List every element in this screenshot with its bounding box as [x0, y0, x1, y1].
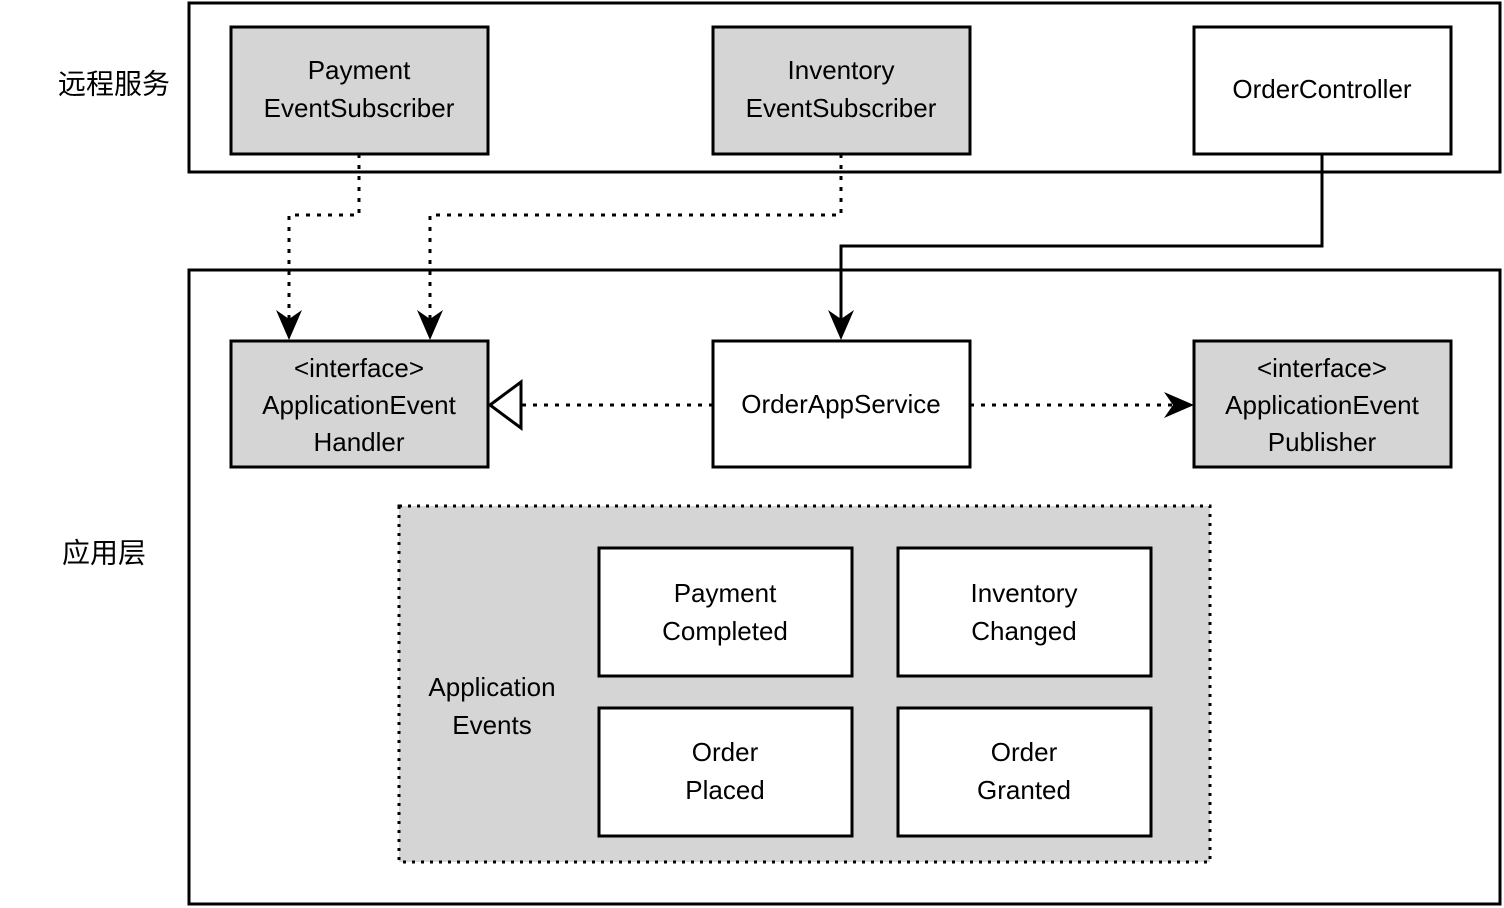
node-application-event-handler-line1: <interface>: [294, 353, 424, 383]
event-order-granted-line1: Order: [991, 737, 1058, 767]
arrowhead-app-service-realizes-handler: [487, 379, 523, 431]
event-order-granted[interactable]: [896, 706, 1153, 838]
node-application-event-publisher-line1: <interface>: [1257, 353, 1387, 383]
connector-order-controller-to-app-service: [839, 154, 1324, 325]
event-payment-completed-line1: Payment: [674, 578, 777, 608]
node-inventory-event-subscriber[interactable]: [711, 25, 972, 156]
connector-payment-subscriber-to-handler: [287, 154, 361, 325]
node-order-app-service-line1: OrderAppService: [741, 389, 940, 419]
node-payment-event-subscriber-line2: EventSubscriber: [264, 93, 455, 123]
node-application-event-handler-line2: ApplicationEvent: [262, 390, 456, 420]
node-application-event-handler[interactable]: [229, 339, 490, 469]
layer-label-remote-service: 远程服务: [58, 68, 170, 99]
connector-inventory-subscriber-to-handler: [428, 154, 843, 325]
event-payment-completed[interactable]: [597, 546, 854, 678]
event-order-placed[interactable]: [597, 706, 854, 838]
node-application-event-publisher-line3: Publisher: [1268, 427, 1377, 457]
event-inventory-changed[interactable]: [896, 546, 1153, 678]
layer-label-application: 应用层: [62, 537, 146, 568]
node-inventory-event-subscriber-line1: Inventory: [788, 55, 895, 85]
arrowhead-order-controller-to-app-service: [828, 310, 854, 340]
node-order-controller-line1: OrderController: [1232, 74, 1412, 104]
event-order-granted-line2: Granted: [977, 775, 1071, 805]
event-inventory-changed-line2: Changed: [971, 616, 1077, 646]
event-payment-completed-line2: Completed: [662, 616, 788, 646]
arrowhead-inventory-subscriber-to-handler: [417, 310, 443, 340]
node-payment-event-subscriber[interactable]: [229, 25, 490, 156]
node-inventory-event-subscriber-line2: EventSubscriber: [746, 93, 937, 123]
node-application-event-handler-line3: Handler: [313, 427, 404, 457]
event-order-placed-line1: Order: [692, 737, 759, 767]
node-application-event-publisher[interactable]: [1192, 339, 1453, 469]
layer-frame-remote-service: [187, 1, 1502, 174]
arrowhead-app-service-to-publisher: [1164, 392, 1194, 418]
event-inventory-changed-line1: Inventory: [971, 578, 1078, 608]
group-application-events-label-line1: Application: [428, 672, 555, 702]
group-application-events-label-line2: Events: [452, 710, 532, 740]
node-payment-event-subscriber-line1: Payment: [308, 55, 411, 85]
event-order-placed-line2: Placed: [685, 775, 765, 805]
node-order-app-service[interactable]: [711, 339, 972, 469]
arrowhead-payment-subscriber-to-handler: [276, 310, 302, 340]
layer-frame-application: [187, 268, 1502, 906]
node-application-event-publisher-line2: ApplicationEvent: [1225, 390, 1419, 420]
